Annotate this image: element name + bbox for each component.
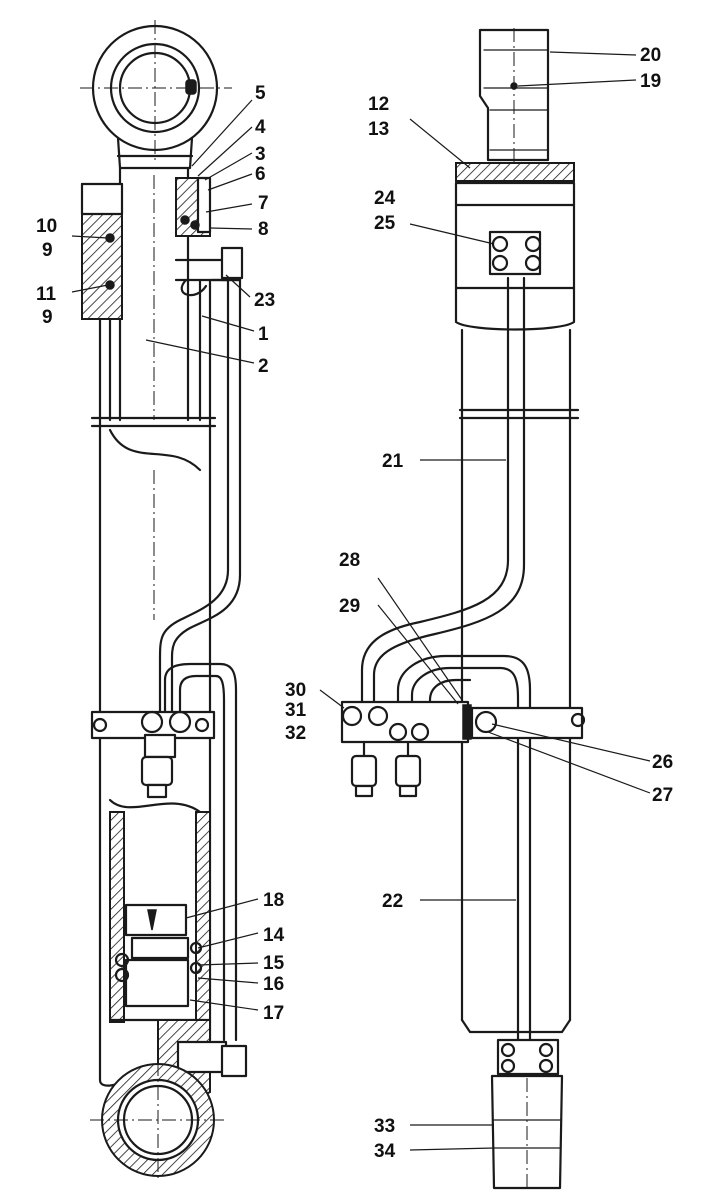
callout-21: 21 — [382, 451, 404, 472]
leader-lines — [71, 51, 651, 1151]
callout-24: 24 — [374, 188, 396, 209]
callout-11: 11 — [36, 284, 57, 305]
bottom-eye — [90, 1019, 248, 1182]
callout-2: 2 — [258, 356, 269, 377]
callout-23: 23 — [254, 290, 275, 311]
callout-8: 8 — [258, 219, 269, 240]
bottom-end-cap — [490, 1038, 564, 1190]
callout-13: 13 — [368, 119, 389, 140]
cylinder-section-view — [80, 20, 248, 1182]
callout-27: 27 — [652, 785, 673, 806]
callout-32: 32 — [285, 723, 306, 744]
callout-3: 3 — [255, 144, 266, 165]
callout-22: 22 — [382, 891, 403, 912]
cylinder-barrel — [458, 328, 580, 1034]
callout-15: 15 — [263, 953, 285, 974]
callout-29: 29 — [339, 596, 360, 617]
pipe-clamp-left — [90, 710, 216, 799]
callout-9-upper: 9 — [42, 240, 53, 261]
top-end-cap — [478, 28, 550, 165]
callout-10: 10 — [36, 216, 57, 237]
callout-7: 7 — [258, 193, 269, 214]
callout-33: 33 — [374, 1116, 395, 1137]
callout-12: 12 — [368, 94, 389, 115]
callout-16: 16 — [263, 974, 284, 995]
callout-18: 18 — [263, 890, 284, 911]
callout-30: 30 — [285, 680, 306, 701]
callout-25: 25 — [374, 213, 396, 234]
callout-17: 17 — [263, 1003, 284, 1024]
callout-5: 5 — [255, 83, 266, 104]
callout-26: 26 — [652, 752, 673, 773]
pipe-22 — [396, 654, 532, 1044]
callout-1: 1 — [258, 324, 269, 345]
callout-28: 28 — [339, 550, 360, 571]
callout-labels: 1 2 3 4 5 6 7 8 9 9 10 11 12 13 14 15 16… — [36, 45, 673, 1162]
left-external-pipe — [158, 278, 242, 1042]
callout-6: 6 — [255, 164, 266, 185]
rod-cover — [80, 176, 244, 320]
callout-14: 14 — [263, 925, 285, 946]
callout-31: 31 — [285, 700, 307, 721]
pipe-21 — [360, 276, 526, 714]
callout-4: 4 — [255, 117, 266, 138]
callout-20: 20 — [640, 45, 661, 66]
cylinder-external-view — [340, 28, 586, 1190]
callout-34: 34 — [374, 1141, 396, 1162]
callout-19: 19 — [640, 71, 661, 92]
callout-9-lower: 9 — [42, 307, 53, 328]
cylinder-head — [454, 181, 576, 331]
valve-block — [340, 700, 586, 798]
piston-section — [108, 798, 212, 1023]
rod-end-eye — [80, 20, 232, 160]
